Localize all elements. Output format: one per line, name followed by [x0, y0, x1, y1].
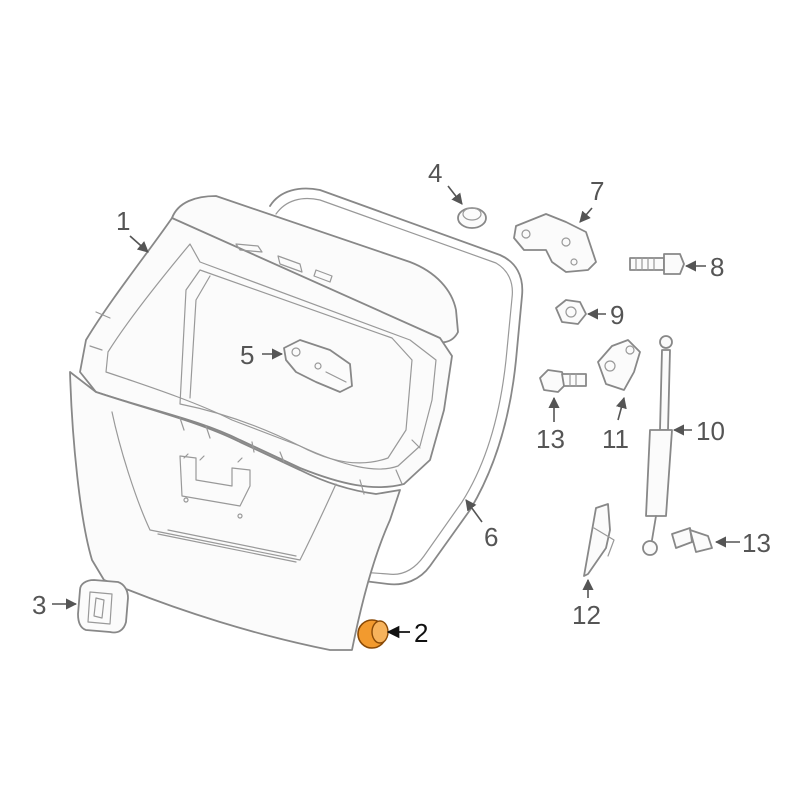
callout-6: 6 [465, 499, 498, 552]
part-13-bolt-upper[interactable] [539, 369, 587, 393]
svg-text:3: 3 [32, 590, 46, 620]
svg-text:4: 4 [428, 158, 442, 188]
svg-text:8: 8 [710, 252, 724, 282]
svg-text:7: 7 [590, 176, 604, 206]
callout-8: 8 [684, 252, 724, 282]
svg-text:10: 10 [696, 416, 725, 446]
part-10-gas-strut[interactable] [642, 335, 673, 556]
part-13-bolt-lower[interactable] [671, 527, 713, 553]
callout-1: 1 [116, 206, 149, 253]
svg-text:13: 13 [536, 424, 565, 454]
svg-text:11: 11 [602, 424, 629, 454]
callout-4: 4 [428, 158, 463, 205]
part-1-tailgate[interactable] [69, 195, 459, 651]
svg-text:13: 13 [742, 528, 771, 558]
part-6-weatherstrip[interactable] [269, 187, 524, 586]
part-7-hinge[interactable] [513, 213, 597, 273]
callout-7: 7 [579, 176, 604, 223]
callout-13-lower: 13 [714, 528, 771, 558]
callout-5: 5 [240, 340, 284, 370]
callout-11: 11 [602, 396, 629, 454]
callout-9: 9 [586, 300, 624, 330]
part-5-latch[interactable] [283, 339, 353, 393]
svg-text:12: 12 [572, 600, 601, 630]
svg-text:1: 1 [116, 206, 130, 236]
svg-text:2: 2 [414, 618, 428, 648]
part-4-grommet[interactable] [457, 207, 487, 229]
part-8-bolt[interactable] [629, 253, 685, 275]
callout-3: 3 [32, 590, 78, 620]
part-12-trim-bracket[interactable] [583, 503, 615, 577]
callout-10: 10 [672, 416, 725, 446]
svg-text:6: 6 [484, 522, 498, 552]
part-11-bracket[interactable] [597, 339, 641, 391]
part-9-nut[interactable] [555, 299, 587, 325]
callout-12: 12 [572, 578, 601, 630]
part-2-bumper-stop[interactable] [357, 619, 389, 649]
part-3-emblem[interactable] [77, 579, 129, 634]
svg-text:9: 9 [610, 300, 624, 330]
svg-text:5: 5 [240, 340, 254, 370]
callout-2: 2 [386, 618, 428, 648]
callout-13-upper: 13 [536, 396, 565, 454]
